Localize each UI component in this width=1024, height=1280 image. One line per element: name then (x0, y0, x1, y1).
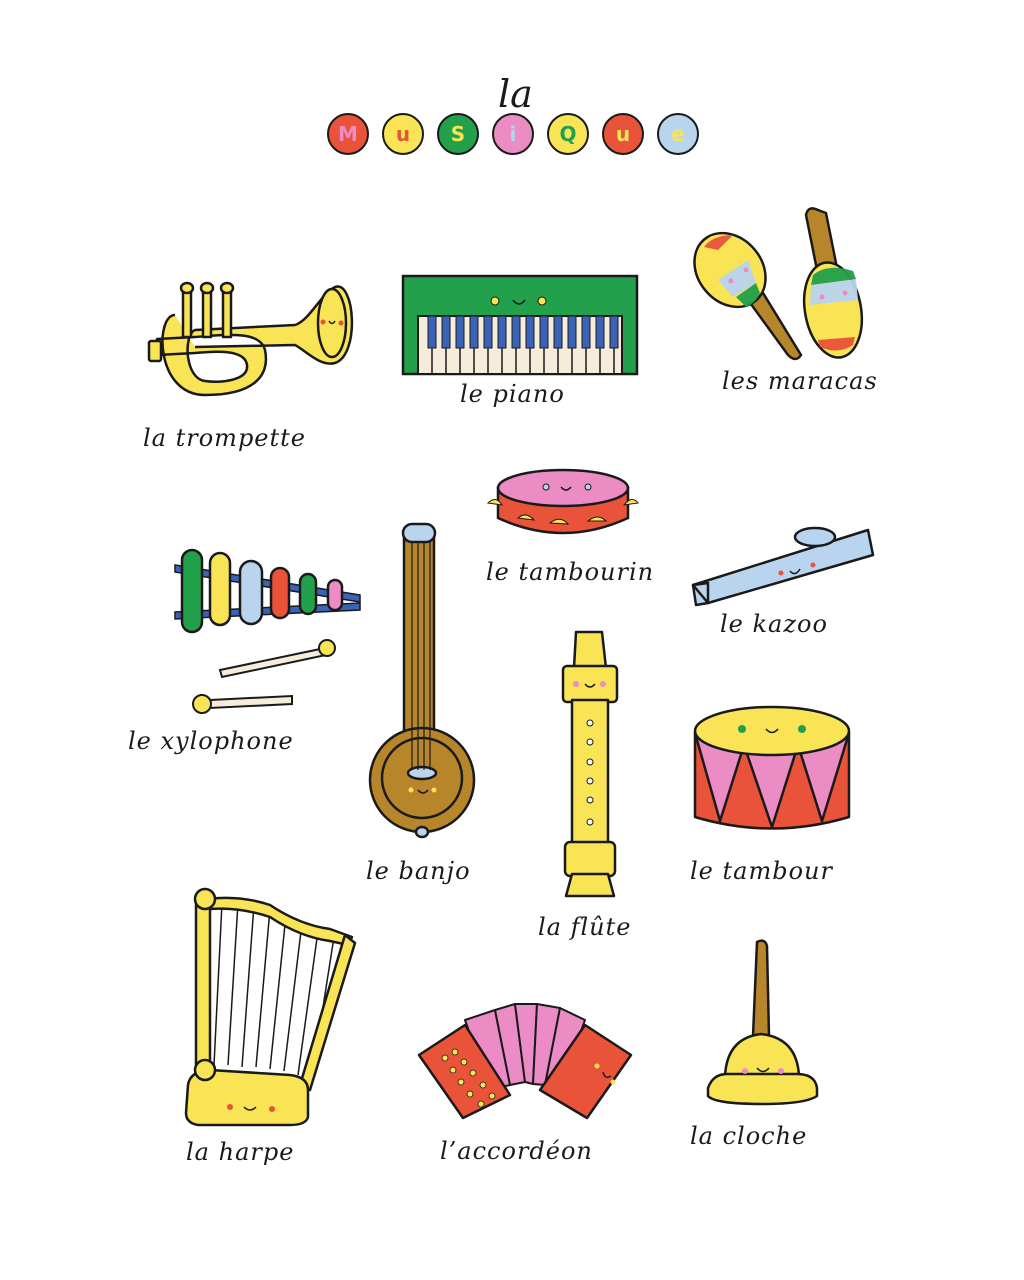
title-letter-badge: S (437, 113, 479, 155)
accordion-icon (417, 1003, 633, 1120)
drum-icon (693, 705, 851, 830)
label-tambour: le tambour (690, 857, 833, 885)
label-kazoo: le kazoo (720, 610, 828, 638)
title-letter-badge: e (657, 113, 699, 155)
title-letter-badge: Q (547, 113, 589, 155)
title-word-badges: M u S i Q u e (327, 113, 699, 155)
title-letter: M (338, 122, 358, 146)
title-letter-badge: u (602, 113, 644, 155)
label-tambourin: le tambourin (486, 558, 655, 586)
banjo-icon (368, 522, 476, 839)
kazoo-icon (691, 526, 875, 607)
title-letter: S (450, 122, 466, 146)
title-letter-badge: u (382, 113, 424, 155)
label-accordeon: l’accordéon (440, 1137, 593, 1165)
label-xylophone: le xylophone (128, 727, 294, 755)
label-harpe: la harpe (186, 1138, 295, 1166)
xylophone-icon (174, 548, 361, 714)
label-piano: le piano (460, 380, 565, 408)
maracas-icon (693, 207, 864, 361)
label-banjo: le banjo (366, 857, 471, 885)
flute-icon (561, 630, 619, 898)
title-letter-badge: M (327, 113, 369, 155)
tambourine-icon (486, 468, 639, 535)
title-letter: u (395, 122, 411, 146)
label-flute: la flûte (538, 913, 632, 941)
label-maracas: les maracas (722, 367, 878, 395)
label-trompette: la trompette (143, 424, 306, 452)
title-article: la (498, 72, 533, 116)
label-cloche: la cloche (690, 1122, 808, 1150)
title-letter: u (615, 122, 631, 146)
title-letter: i (509, 122, 517, 146)
harp-icon (184, 887, 357, 1127)
title-letter: e (671, 122, 685, 146)
title-letter-badge: i (492, 113, 534, 155)
trumpet-icon (147, 281, 354, 397)
bell-icon (706, 939, 819, 1106)
title-letter: Q (559, 122, 577, 146)
piano-icon (401, 274, 639, 376)
